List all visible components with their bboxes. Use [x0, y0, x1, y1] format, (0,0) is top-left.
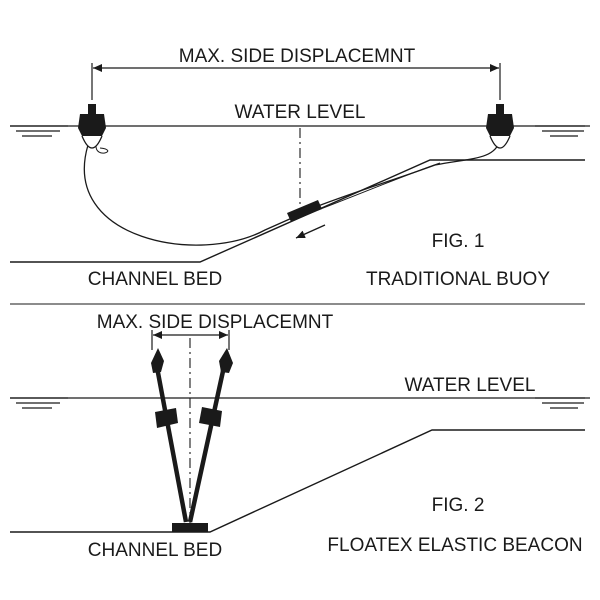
left-buoy-icon: [78, 104, 106, 149]
fig2-channel-bed-label: CHANNEL BED: [88, 540, 222, 561]
fig1-label: FIG. 1: [432, 231, 485, 252]
fig2-displacement-label: MAX. SIDE DISPLACEMNT: [97, 312, 334, 333]
fig2-channel-bed-line: [10, 429, 585, 533]
water-symbol-right: [535, 125, 590, 137]
fig2-displacement-dimension: [151, 330, 230, 350]
sinker-block-icon: [287, 200, 322, 222]
drift-arrow-icon: [295, 224, 326, 239]
fig1-caption: TRADITIONAL BUOY: [366, 269, 550, 290]
right-beacon-pole-icon: [187, 348, 233, 523]
fig2-water-level-label: WATER LEVEL: [405, 375, 536, 396]
fig2-caption: FLOATEX ELASTIC BEACON: [327, 535, 582, 556]
fig1-displacement-label: MAX. SIDE DISPLACEMNT: [179, 46, 416, 67]
fig2-water-symbol-right: [535, 397, 590, 409]
left-beacon-pole-icon: [151, 348, 189, 523]
displacement-dimension: [91, 63, 501, 100]
figure-1: MAX. SIDE DISPLACEMNT WATER LEVEL FIG. 1…: [10, 46, 590, 290]
fig1-water-level-label: WATER LEVEL: [235, 102, 366, 123]
buoy-chain-inner: [95, 144, 441, 211]
right-buoy-icon: [486, 104, 514, 149]
fig2-label: FIG. 2: [432, 495, 485, 516]
buoy-chain: [83, 139, 501, 246]
fig1-channel-bed-label: CHANNEL BED: [88, 269, 222, 290]
water-symbol-left: [10, 125, 68, 137]
fig2-water-symbol-left: [10, 397, 68, 409]
figure-2: MAX. SIDE DISPLACEMNT WATER LEVEL: [10, 312, 590, 561]
beacon-base-icon: [172, 523, 208, 532]
